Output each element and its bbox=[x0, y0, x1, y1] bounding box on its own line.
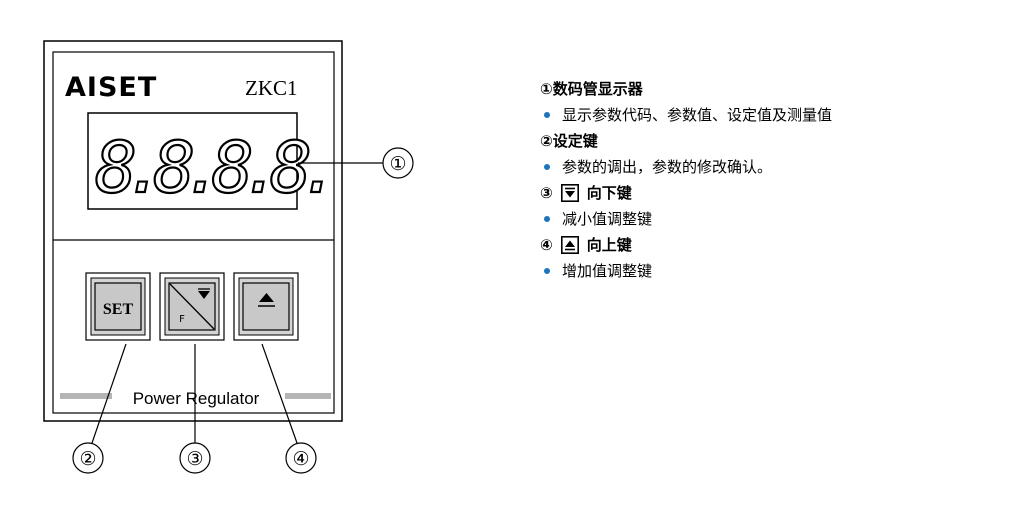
bullet-icon bbox=[544, 164, 550, 170]
legend-desc-2: 参数的调出，参数的修改确认。 bbox=[540, 158, 1010, 176]
legend: ①数码管显示器 显示参数代码、参数值、设定值及测量值 ②设定键 参数的调出，参数… bbox=[540, 80, 1010, 288]
legend-title-3: ③ 向下键 bbox=[540, 184, 632, 202]
legend-desc-3: 减小值调整键 bbox=[540, 210, 1010, 228]
model-label: ZKC1 bbox=[245, 76, 298, 100]
callout-4: ④ bbox=[285, 442, 317, 474]
down-key-icon bbox=[560, 184, 579, 202]
brand-logo: AISET bbox=[65, 72, 157, 103]
set-button[interactable]: SET bbox=[85, 272, 151, 341]
bullet-icon bbox=[544, 268, 550, 274]
callout-3: ③ bbox=[179, 442, 211, 474]
legend-title-4: ④ 向上键 bbox=[540, 236, 632, 254]
digit-display bbox=[87, 112, 298, 210]
up-triangle-icon bbox=[259, 293, 274, 302]
f-down-button[interactable]: F bbox=[159, 272, 225, 341]
down-triangle-icon bbox=[198, 291, 210, 299]
panel-inner bbox=[52, 51, 335, 414]
legend-desc-4: 增加值调整键 bbox=[540, 262, 1010, 280]
footer-bar-right bbox=[285, 393, 331, 399]
svg-text:②: ② bbox=[79, 448, 96, 470]
legend-title-2: ②设定键 bbox=[540, 132, 598, 150]
svg-text:③: ③ bbox=[186, 448, 203, 470]
up-key-icon bbox=[560, 236, 579, 254]
leader-line-2 bbox=[91, 343, 127, 444]
bullet-icon bbox=[544, 216, 550, 222]
f-button-label: F bbox=[179, 314, 185, 325]
bullet-icon bbox=[544, 112, 550, 118]
leader-line-4 bbox=[261, 343, 298, 444]
legend-desc-1: 显示参数代码、参数值、设定值及测量值 bbox=[540, 106, 1010, 124]
digit-display-value: 8.8.8.8. bbox=[95, 127, 328, 209]
svg-text:④: ④ bbox=[292, 448, 309, 470]
legend-title-1: ①数码管显示器 bbox=[540, 80, 643, 98]
callout-2: ② bbox=[72, 442, 104, 474]
callout-1: ① bbox=[382, 147, 414, 179]
footer-label: Power Regulator bbox=[133, 389, 260, 408]
f-button-slash bbox=[169, 283, 215, 330]
set-button-label: SET bbox=[103, 301, 134, 318]
footer-bar-left bbox=[60, 393, 112, 399]
svg-text:①: ① bbox=[389, 153, 406, 175]
up-button[interactable] bbox=[233, 272, 299, 341]
